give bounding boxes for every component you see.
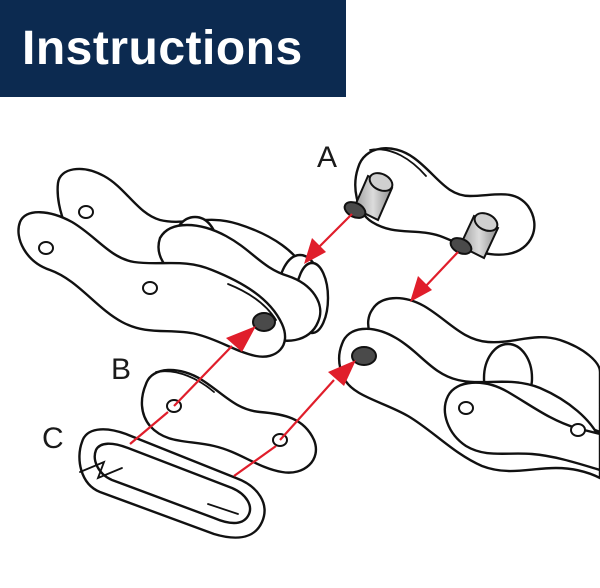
left-front-plate-hole-2 <box>142 281 158 295</box>
title-banner: Instructions <box>0 0 346 97</box>
right-outer-plate <box>443 381 600 472</box>
right-plate-hole-2 <box>458 401 474 415</box>
arrow-pin2-to-right-chain <box>423 251 459 289</box>
plate-b-edge <box>155 370 215 393</box>
spring-clip-c <box>78 428 266 539</box>
left-front-plate-hole-1 <box>38 241 54 255</box>
left-front-plate-hole-3 <box>252 312 276 332</box>
label-b: B <box>111 353 131 386</box>
pin-1 <box>343 172 394 222</box>
arrow-plateb-right-head <box>328 360 356 386</box>
spring-clip-slot <box>79 460 123 480</box>
left-back-plate-hole <box>78 205 94 219</box>
arrow-clip-to-plateb-2 <box>233 445 277 477</box>
arrow-plateb-to-left-chain <box>173 345 233 407</box>
arrow-pin1-head <box>304 238 326 264</box>
arrow-clip-to-plateb-1 <box>129 411 169 445</box>
connecting-link-plate-a <box>343 147 536 260</box>
arrow-plateb-to-right-chain <box>279 379 335 441</box>
label-c: C <box>42 422 64 455</box>
pin-2 <box>449 212 500 260</box>
spring-clip-inner <box>93 442 252 525</box>
page-title: Instructions <box>22 22 303 75</box>
right-chain-assembly <box>338 297 600 480</box>
assembly-arrows <box>129 213 459 477</box>
arrow-pin2-head <box>410 276 432 302</box>
left-plate-edge-line <box>227 283 277 321</box>
left-chain-assembly <box>17 167 330 358</box>
label-a: A <box>317 141 337 174</box>
right-plate-hole-1 <box>351 346 377 366</box>
right-plate-hole-3 <box>570 423 586 437</box>
arrow-pin1-to-left-chain <box>317 213 353 249</box>
spring-clip-groove <box>207 503 239 515</box>
arrow-plateb-left-head <box>226 326 256 352</box>
plate-a-edge <box>369 148 427 177</box>
